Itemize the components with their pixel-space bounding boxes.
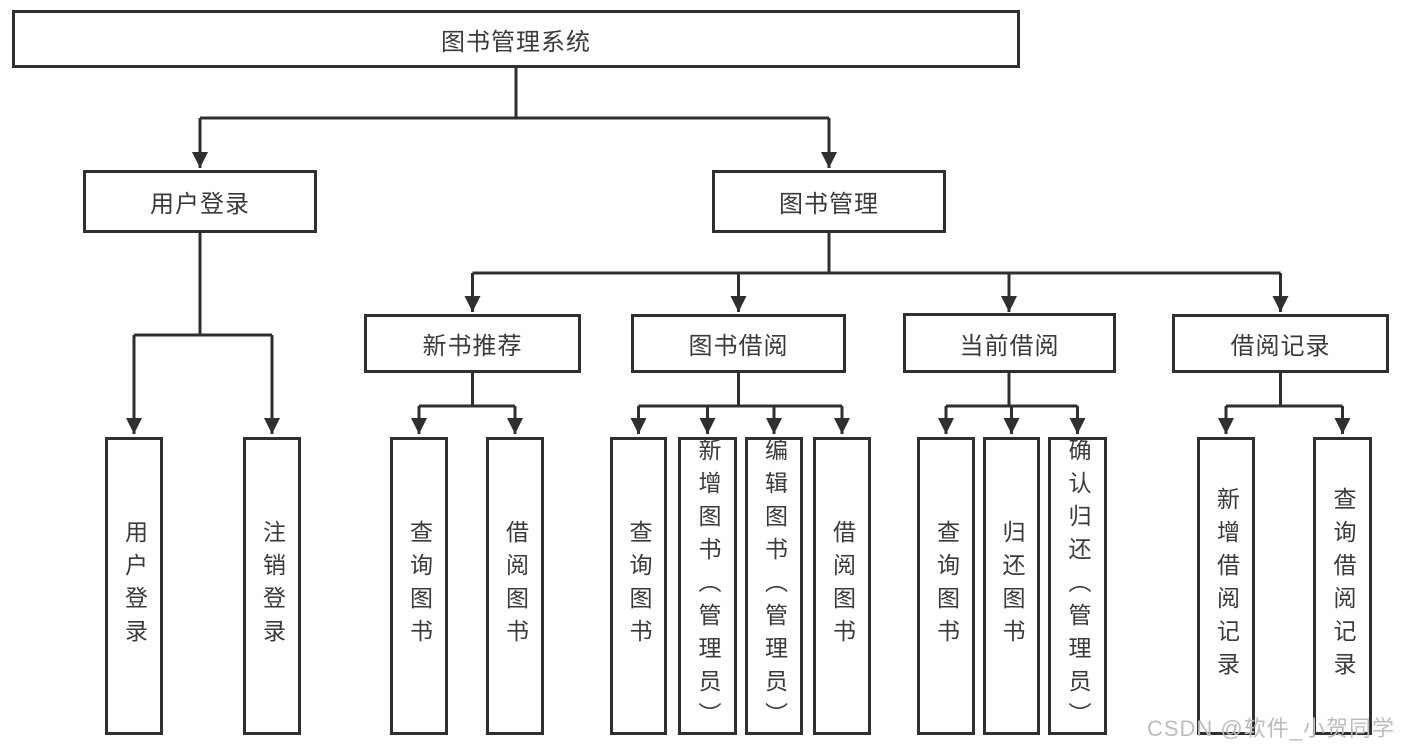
- leaf-query-borrow-record: 查询借阅记录: [1313, 437, 1372, 735]
- leaf-label: 新增图书（管理员）: [695, 437, 721, 735]
- leaf-label: 查询图书: [406, 520, 433, 652]
- node-user-login: 用户登录: [83, 170, 317, 233]
- leaf-label: 查询图书: [626, 520, 652, 652]
- leaf-borrow-books-recommend: 借阅图书: [486, 437, 544, 735]
- leaf-label: 新增借阅记录: [1213, 487, 1240, 685]
- leaf-label: 借阅图书: [829, 520, 856, 652]
- leaf-label: 查询图书: [933, 520, 960, 652]
- leaf-add-borrow-record: 新增借阅记录: [1197, 437, 1255, 735]
- leaf-user-login: 用户登录: [105, 437, 163, 735]
- leaf-query-books-recommend: 查询图书: [390, 437, 448, 735]
- node-book-management: 图书管理: [712, 170, 946, 233]
- leaf-return-books: 归还图书: [983, 437, 1040, 735]
- node-book-borrow: 图书借阅: [631, 314, 846, 373]
- node-current-borrow: 当前借阅: [903, 313, 1116, 373]
- leaf-add-books-admin: 新增图书（管理员）: [678, 437, 737, 735]
- leaf-query-books-borrow: 查询图书: [610, 437, 667, 735]
- leaf-label: 确认归还（管理员）: [1065, 437, 1091, 735]
- node-new-book-recommend: 新书推荐: [364, 314, 581, 373]
- leaf-edit-books-admin: 编辑图书（管理员）: [745, 437, 803, 735]
- leaf-label: 注销登录: [259, 520, 286, 652]
- leaf-query-books-current: 查询图书: [917, 437, 975, 735]
- leaf-label: 用户登录: [121, 520, 148, 652]
- csdn-watermark: CSDN @软件_小贺同学: [1146, 716, 1395, 741]
- leaf-confirm-return-admin: 确认归还（管理员）: [1048, 437, 1107, 735]
- node-root-system: 图书管理系统: [12, 10, 1020, 68]
- leaf-label: 借阅图书: [502, 520, 529, 652]
- leaf-label: 编辑图书（管理员）: [761, 437, 788, 735]
- leaf-label: 归还图书: [999, 520, 1025, 652]
- leaf-logout: 注销登录: [243, 437, 301, 735]
- leaf-label: 查询借阅记录: [1330, 487, 1356, 685]
- leaf-borrow-books: 借阅图书: [813, 437, 871, 735]
- node-borrow-records: 借阅记录: [1172, 314, 1389, 373]
